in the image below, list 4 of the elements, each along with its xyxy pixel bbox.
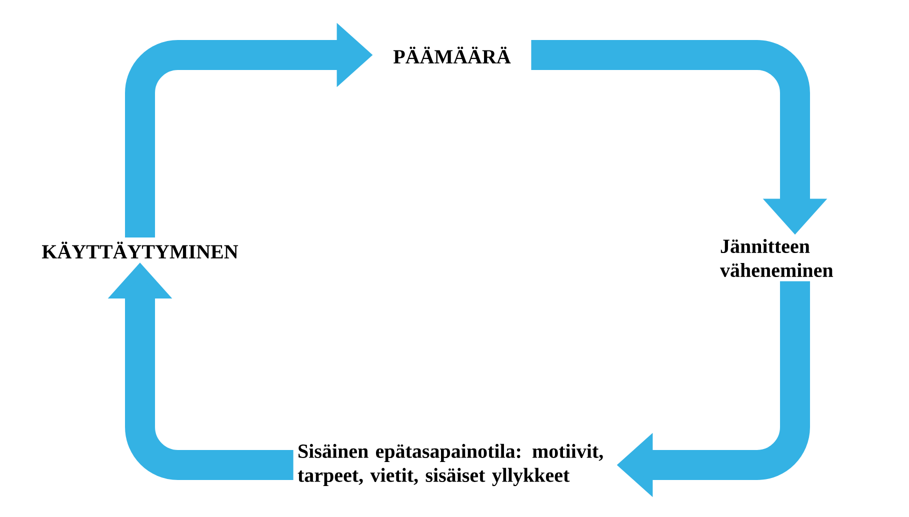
label-text: Jännitteen väheneminen: [720, 238, 834, 278]
label-text: Sisäinen epätasapainotila: motiivit, tarpeet, vietit, sisäiset yllykkeet: [298, 444, 603, 486]
label-text: KÄYTTÄYTYMINEN: [42, 242, 238, 258]
label-text: PÄÄMÄÄRÄ: [393, 46, 511, 64]
